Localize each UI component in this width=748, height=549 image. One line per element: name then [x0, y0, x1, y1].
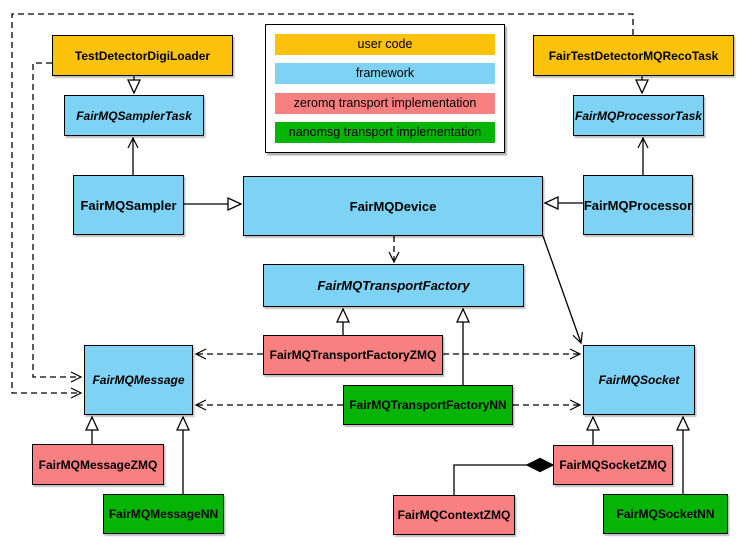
node-fairmq-socket-zmq: FairMQSocketZMQ: [553, 445, 673, 485]
legend-item-zeromq: zeromq transport implementation: [275, 92, 495, 114]
composition-diamond: [525, 457, 555, 473]
node-fairmq-transport-factory-nn: FairMQTransportFactoryNN: [343, 385, 513, 425]
node-fairmq-message: FairMQMessage: [84, 345, 193, 415]
node-fairmq-context-zmq: FairMQContextZMQ: [393, 495, 515, 535]
node-fairmq-processor-task: FairMQProcessorTask: [573, 95, 704, 136]
legend-item-nanomsg: nanomsg transport implementation: [275, 122, 495, 144]
node-test-detector-digi-loader: TestDetectorDigiLoader: [52, 35, 233, 76]
edge-digiloader-message: [32, 62, 83, 383]
node-fairmq-message-zmq: FairMQMessageZMQ: [32, 444, 164, 485]
edge-recotask-message: [11, 13, 634, 399]
node-fairmq-message-nn: FairMQMessageNN: [103, 494, 224, 534]
edge-contextzmq-socketzmq: [453, 464, 528, 495]
legend-item-framework: framework: [275, 63, 495, 85]
node-fairmq-sampler-task: FairMQSamplerTask: [64, 95, 204, 136]
node-fairmq-sampler: FairMQSampler: [73, 175, 184, 235]
node-fair-test-detector-mq-reco-task: FairTestDetectorMQRecoTask: [533, 35, 734, 76]
node-fairmq-transport-factory: FairMQTransportFactory: [263, 264, 524, 307]
node-fairmq-socket: FairMQSocket: [583, 345, 695, 415]
legend: user code framework zeromq transport imp…: [265, 24, 505, 153]
node-fairmq-socket-nn: FairMQSocketNN: [603, 494, 728, 534]
node-fairmq-processor: FairMQProcessor: [583, 175, 693, 235]
node-fairmq-transport-factory-zmq: FairMQTransportFactoryZMQ: [263, 335, 443, 375]
legend-item-user-code: user code: [275, 33, 495, 55]
node-fairmq-device: FairMQDevice: [243, 176, 543, 236]
edge-device-socket: [542, 235, 583, 345]
